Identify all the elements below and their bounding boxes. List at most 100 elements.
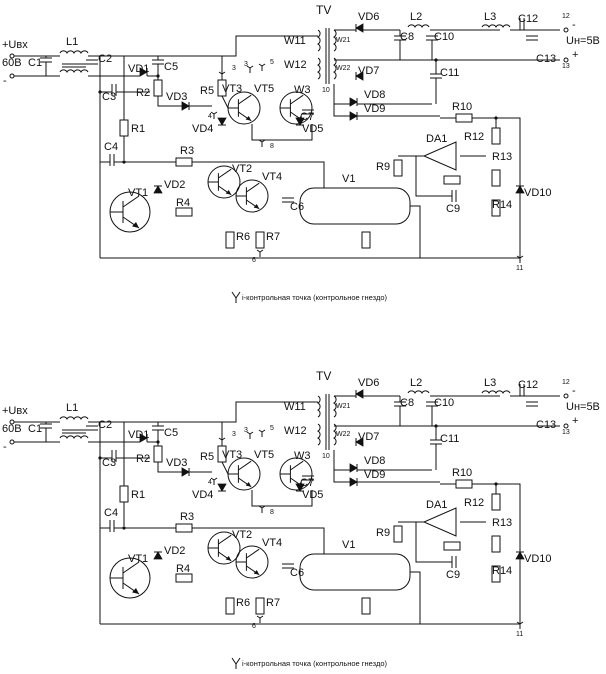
resistor-symbol xyxy=(153,79,163,97)
resistor-symbol xyxy=(153,445,163,463)
diode-symbol xyxy=(349,111,358,121)
test-point-label: 3 xyxy=(232,65,236,72)
transistor-label: VT4 xyxy=(262,537,282,549)
test-point-label: 4 xyxy=(208,479,212,486)
diode-label: VD4 xyxy=(192,123,213,135)
diode-label: VD5 xyxy=(302,123,323,135)
inductor-label: L1 xyxy=(66,402,78,414)
winding-label: W12 xyxy=(284,59,307,71)
test-point-label: 8 xyxy=(270,143,274,150)
inductor-symbol xyxy=(316,395,321,418)
transistor-label: VT1 xyxy=(128,553,148,565)
transformer-label: TV xyxy=(316,369,331,383)
test-point-label: 12 xyxy=(562,379,570,386)
resistor-symbol xyxy=(255,231,265,249)
test-point-label: 3 xyxy=(244,61,248,68)
test-point-label: 8 xyxy=(270,509,274,516)
resistor-symbol xyxy=(119,485,129,503)
optocoupler-label: V1 xyxy=(342,539,355,551)
diode-label: VD4 xyxy=(192,489,213,501)
test-point-label: 10 xyxy=(322,453,330,460)
capacitor-label: C3 xyxy=(102,91,116,103)
capacitor-label: C3 xyxy=(102,457,116,469)
amplifier-label: DA1 xyxy=(426,133,447,145)
diode-label: VD10 xyxy=(524,187,552,199)
capacitor-label: C6 xyxy=(290,567,304,579)
terminal xyxy=(563,27,569,33)
resistor-symbol xyxy=(175,157,193,167)
inductor-symbol xyxy=(407,390,430,395)
resistor-symbol xyxy=(175,523,193,533)
winding-label: W22 xyxy=(336,431,351,438)
resistor-symbol xyxy=(393,525,403,543)
inductor-label: L3 xyxy=(484,377,496,389)
transistor-label: VT1 xyxy=(128,187,148,199)
terminal xyxy=(563,423,569,429)
test-point-label: 4 xyxy=(208,113,212,120)
test-point-label: 3 xyxy=(244,427,248,434)
diode-label: VD9 xyxy=(364,103,385,115)
transistor-label: VT3 xyxy=(222,83,242,95)
diode-symbol xyxy=(217,483,227,492)
resistor-label: R13 xyxy=(492,517,512,529)
capacitor-label: C1 xyxy=(28,57,42,69)
resistor-label: R6 xyxy=(236,597,250,609)
diode-symbol xyxy=(295,117,305,126)
output-voltage-label: Uн=5В xyxy=(566,35,600,47)
diode-label: VD8 xyxy=(364,455,385,467)
resistor-symbol xyxy=(491,565,501,583)
resistor-label: R2 xyxy=(136,453,150,465)
test-point-label: 5 xyxy=(270,425,274,432)
resistor-symbol xyxy=(361,597,371,615)
test-point-label: 13 xyxy=(562,63,570,70)
resistor-symbol xyxy=(491,535,501,553)
capacitor-label: C11 xyxy=(440,67,459,79)
diode-symbol xyxy=(349,463,358,473)
resistor-symbol xyxy=(491,127,501,145)
optocoupler-symbol xyxy=(299,553,411,591)
optocoupler-label: V1 xyxy=(342,173,355,185)
resistor-label: R9 xyxy=(376,527,390,539)
terminal xyxy=(563,57,569,63)
resistor-symbol xyxy=(491,169,501,187)
test-point-label: 6 xyxy=(252,623,256,630)
diode-symbol xyxy=(181,101,190,111)
winding-label: W22 xyxy=(336,65,351,72)
resistor-label: R7 xyxy=(266,231,280,243)
capacitor-label: C4 xyxy=(104,507,118,519)
inductor-symbol xyxy=(59,416,89,421)
amplifier-symbol xyxy=(422,507,457,537)
test-point-label: 5 xyxy=(270,59,274,66)
input-minus-label: - xyxy=(3,75,7,87)
test-point-label: 13 xyxy=(562,429,570,436)
winding-label: W12 xyxy=(284,425,307,437)
output-plus-label: + xyxy=(572,415,578,427)
capacitor-label: C10 xyxy=(434,397,454,409)
inductor-symbol xyxy=(481,390,511,395)
diode-symbol xyxy=(217,117,227,126)
diode-symbol xyxy=(181,467,190,477)
legend-note: i-контрольная точка (контрольное гнездо) xyxy=(242,293,388,302)
inductor-label: L2 xyxy=(410,11,422,23)
inductor-symbol xyxy=(332,57,337,80)
capacitor-label: C8 xyxy=(400,397,414,409)
test-point-label: 10 xyxy=(322,87,330,94)
inductor-symbol xyxy=(332,423,337,446)
capacitor-label: C13 xyxy=(536,53,556,65)
resistor-label: R9 xyxy=(376,161,390,173)
diode-label: VD5 xyxy=(302,489,323,501)
terminal xyxy=(563,393,569,399)
input-voltage-label: +Uвх xyxy=(2,405,28,417)
capacitor-label: C7 xyxy=(300,111,314,123)
transistor-label: VT2 xyxy=(232,163,252,175)
diode-symbol xyxy=(515,551,525,560)
resistor-symbol xyxy=(393,159,403,177)
diode-label: VD9 xyxy=(364,469,385,481)
resistor-symbol xyxy=(443,175,461,185)
optocoupler-symbol xyxy=(299,187,411,225)
winding-label: W3 xyxy=(294,450,311,462)
capacitor-label: C12 xyxy=(518,13,538,25)
capacitor-label: C5 xyxy=(164,61,178,73)
